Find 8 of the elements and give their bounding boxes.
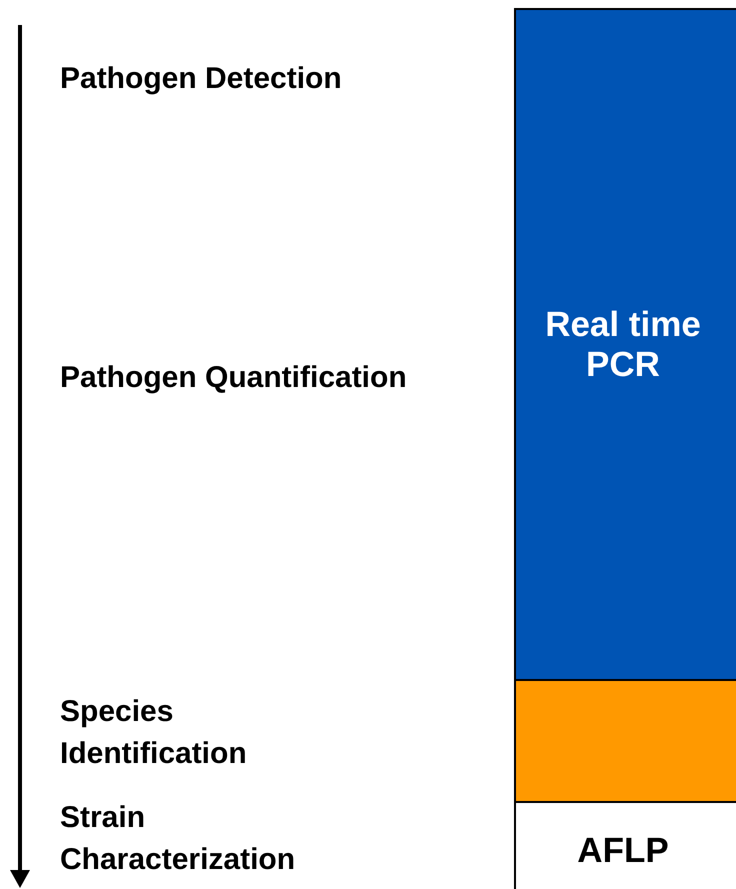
stage-label: Species Identification	[60, 694, 248, 772]
method-box	[514, 8, 736, 681]
stage-label: Pathogen Detection	[60, 61, 342, 97]
method-box	[514, 679, 736, 803]
stage-label: Strain Characterization	[60, 800, 296, 878]
method-name: AFLP	[577, 831, 669, 871]
stage-label: Pathogen Quantification	[60, 360, 407, 396]
method-name: Real time PCR	[544, 304, 702, 384]
